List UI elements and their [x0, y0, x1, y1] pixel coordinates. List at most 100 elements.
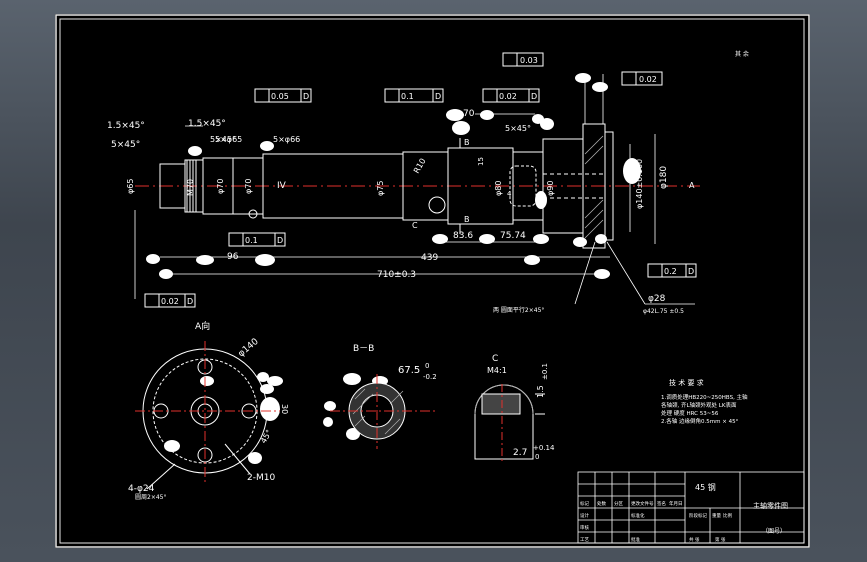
drawing-canvas: 0.030.020.05D0.1D0.1D0.02D0.02D0.2D1.5×4… [55, 14, 810, 548]
dimension-lines [134, 74, 695, 305]
label-notes-title: 技 术 要 求 [669, 378, 704, 387]
label-gdt-runout_c: 0.1 [245, 236, 258, 245]
label-dims-len70: 70 [463, 109, 475, 119]
label-roughness-corner: 其 余 [735, 50, 749, 58]
flange-hatch [584, 135, 604, 239]
label-title_block-c11: 阶段标记 [689, 512, 707, 519]
label-dims-chamfer3: 5×45° [111, 140, 140, 150]
label-views-c_dim2_tol_up: +0.14 [533, 444, 555, 452]
label-views-b_title: B－B [353, 344, 374, 354]
label-gdt-runout_a_ref: D [303, 92, 309, 101]
label-dims-len439: 439 [421, 253, 438, 263]
label-title_block-c3: 分区 [614, 500, 623, 507]
label-dims-label_c: C [412, 221, 418, 230]
label-title_block-c7: 设计 [580, 512, 589, 519]
title-block [577, 471, 805, 544]
label-views-a_d24: 4-φ24 [128, 484, 155, 494]
label-views-b_tol_up: 0 [425, 362, 429, 370]
label-dims-d140: φ140±0.100 [635, 159, 644, 209]
label-dims-d70: φ70 [216, 179, 225, 194]
label-gdt-position: 0.2 [664, 267, 677, 276]
label-views-c_dim2_tol_low: 0 [535, 453, 539, 461]
label-title_block-c4: 更改文件号 [631, 500, 654, 507]
label-dims-d66: 5×φ66 [273, 135, 300, 144]
label-gdt-flat_right: 0.02 [639, 75, 657, 84]
label-title_block-scale_note: （图号） [762, 528, 786, 535]
label-dims-d90: φ90 [546, 181, 555, 196]
label-gdt-runout_a: 0.05 [271, 92, 289, 101]
label-dims-csk: φ42L.75 ±0.5 [643, 308, 684, 315]
label-dims-d65a: 5×φ65 [215, 135, 242, 144]
label-gdt-runout_d: 0.02 [161, 297, 179, 306]
label-gdt-runout_b: 0.1 [401, 92, 414, 101]
label-dims-label_14: 4 [507, 190, 512, 198]
label-title_block-c15: 第 张 [715, 536, 726, 543]
label-title_block-c13: 比例 [723, 512, 732, 519]
label-dims-chamfer4: 5×45° [505, 124, 531, 133]
label-title_block-part_name: 主轴零件图 [753, 501, 788, 510]
label-notes-line1: 1.调质处理HB220~250HBS, 主轴 [661, 393, 748, 401]
label-views-a_m10: 2-M10 [247, 473, 275, 483]
label-gdt-position_ref: D [688, 267, 694, 276]
label-dims-chamfer5: 5×45° [210, 135, 236, 144]
label-title_block-c9: 工艺 [580, 537, 589, 543]
label-dims-len75: 75.74 [500, 231, 526, 241]
label-dims-label_b2: B [464, 215, 470, 224]
label-title_block-c1: 标记 [580, 500, 589, 507]
label-gdt-flat_top: 0.03 [520, 56, 538, 65]
inner-frame [59, 18, 805, 544]
label-title_block-c8: 审核 [580, 524, 589, 531]
label-views-b_dim: 67.5 [398, 365, 420, 376]
redaction-blobs [146, 73, 641, 464]
label-dims-len83: 83.6 [453, 231, 473, 241]
label-views-a_sub: 圆周2×45° [135, 494, 166, 501]
label-gdt-runout_e_ref: D [531, 92, 537, 101]
label-dims-len96: 96 [227, 252, 239, 262]
label-title_block-material: 45 钢 [695, 482, 716, 492]
label-views-c_scale: M4:1 [487, 366, 507, 375]
label-dims-d80: φ80 [494, 181, 503, 196]
label-gdt-runout_b_ref: D [435, 92, 441, 101]
label-dims-d75: φ75 [376, 181, 385, 196]
label-notes-line2: 各轴颈, 齐L轴颈外观处 LK表面 [661, 401, 737, 409]
label-dims-d180: φ180 [659, 166, 669, 189]
label-dims-len710: 710±0.3 [377, 270, 416, 280]
label-title_block-c10: 标准化 [631, 512, 645, 519]
label-title_block-c14: 共 张 [689, 536, 700, 543]
detail-c-circle [428, 196, 446, 214]
label-views-c_dim1: 1.5 [536, 385, 545, 398]
label-views-b_tol_low: -0.2 [423, 373, 437, 381]
outer-frame [55, 14, 810, 548]
label-dims-d65: φ65 [126, 179, 135, 194]
label-views-a_d140: φ140 [237, 337, 261, 360]
label-dims-r10: R10 [412, 157, 428, 175]
label-dims-note_hole: 两 圆面平行2×45° [493, 306, 544, 314]
view-c [474, 384, 545, 464]
label-dims-d70b: φ70 [244, 179, 253, 194]
gdt-frames [144, 52, 697, 308]
label-views-c_dim2: 2.7 [513, 448, 527, 458]
shaft-main-view [135, 123, 700, 249]
label-dims-d28: φ28 [648, 294, 666, 304]
view-a [135, 341, 280, 490]
label-dims-label_b1: B [464, 138, 470, 147]
label-gdt-runout_c_ref: D [277, 236, 283, 245]
keyway [509, 165, 537, 207]
label-dims-label_15: 15 [477, 157, 485, 166]
label-views-c_dim1_tol: ±0.1 [541, 363, 549, 380]
center-hole-mark [248, 209, 258, 219]
label-dims-chamfer1: 1.5×45° [107, 121, 145, 131]
label-notes-line3: 处理 硬度 HRC 53~56 [661, 409, 719, 417]
label-title_block-c12: 重量 [712, 512, 721, 519]
view-b-b [330, 374, 435, 449]
label-views-a_45: 45° [259, 428, 274, 445]
label-views-a_title: A向 [195, 320, 210, 332]
label-views-c_title: C [492, 354, 498, 364]
label-dims-label_a: A [689, 181, 695, 190]
label-dims-chamfer2: 1.5×45° [188, 119, 226, 129]
label-gdt-runout_e: 0.02 [499, 92, 517, 101]
label-notes-line4: 2.各轴 边缘倒角0.5mm × 45° [661, 417, 739, 425]
label-dims-roman: IV [277, 181, 287, 191]
